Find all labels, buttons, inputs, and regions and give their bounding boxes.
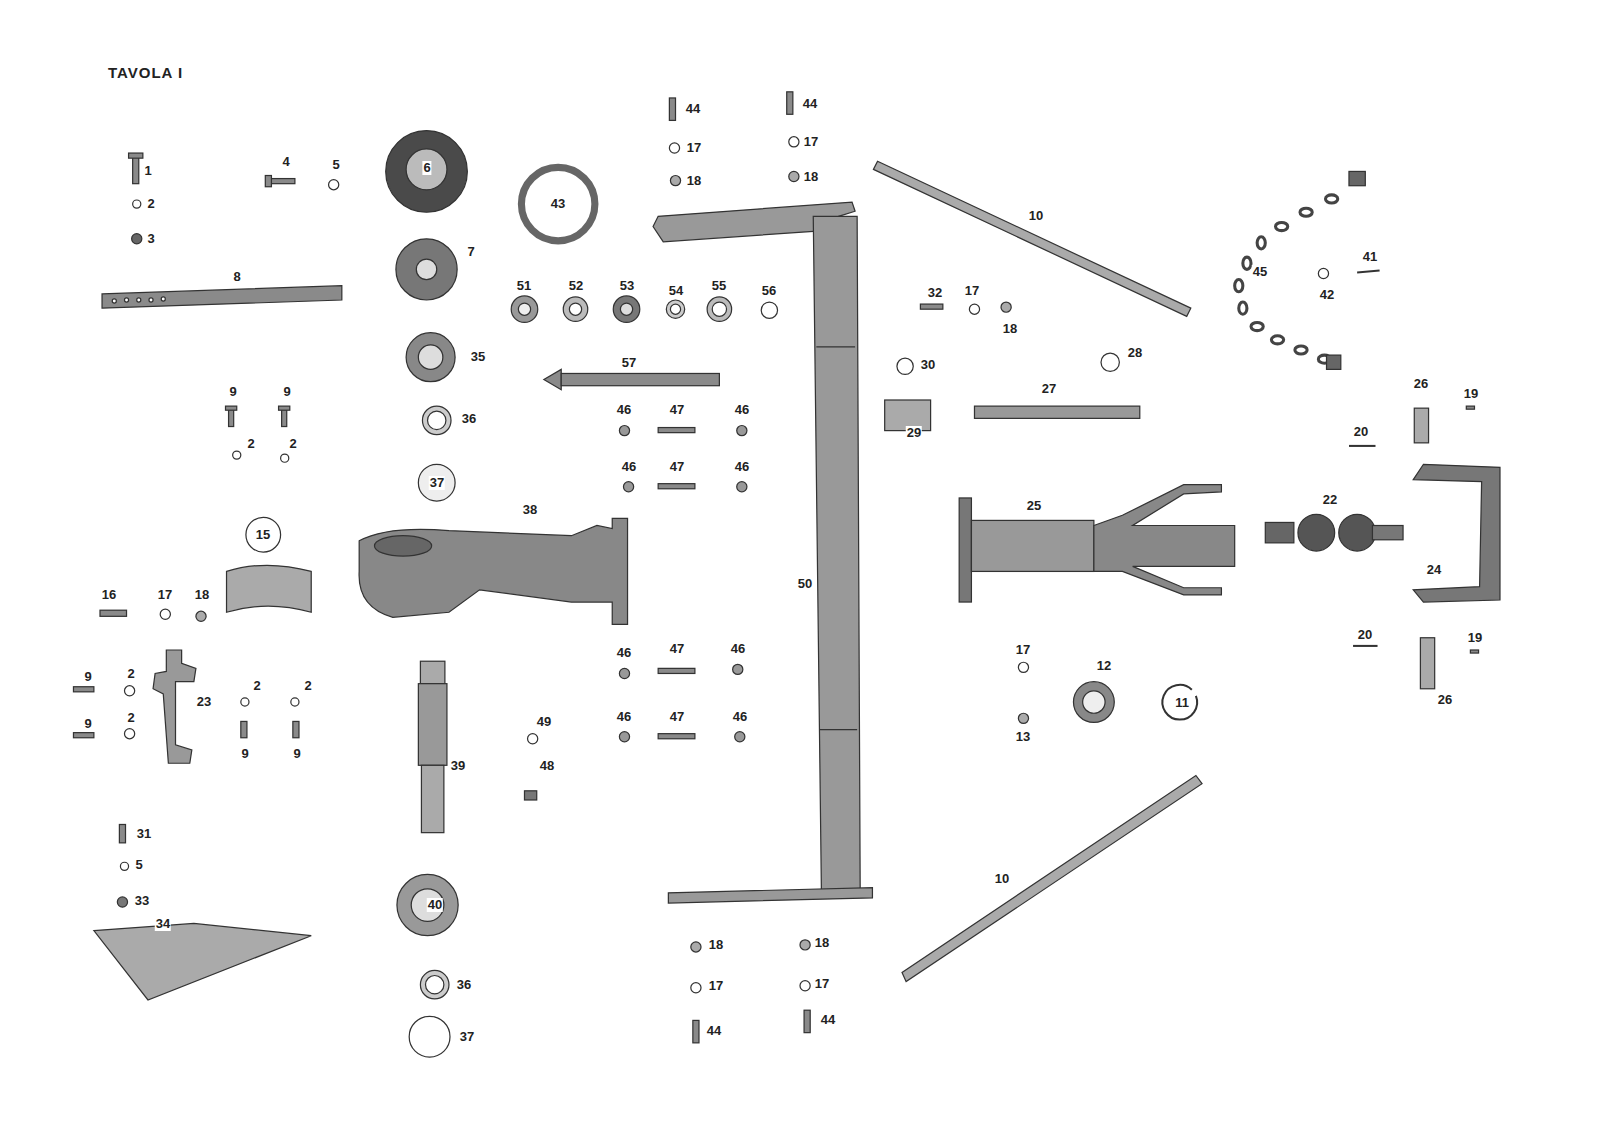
callout-number: 13 [1015,730,1031,744]
callout-number: 57 [621,356,637,370]
callout-number: 29 [906,426,922,440]
callout-number: 42 [1319,288,1335,302]
callout-number: 17 [803,135,819,149]
callout-number: 12 [1096,659,1112,673]
callout-number: 47 [669,460,685,474]
callout-number: 44 [802,97,818,111]
callout-number: 22 [1322,493,1338,507]
callout-number: 31 [136,827,152,841]
callout-number: 20 [1357,628,1373,642]
callout-number: 26 [1437,693,1453,707]
callout-number: 36 [456,978,472,992]
callout-number: 6 [422,161,431,175]
callout-number: 9 [83,717,92,731]
callout-number: 2 [246,437,255,451]
callout-number: 1 [143,164,152,178]
callout-number: 11 [1174,696,1190,710]
callout-number: 50 [797,577,813,591]
callout-number: 3 [146,232,155,246]
callout-number: 17 [157,588,173,602]
plate-title: TAVOLA I [108,64,183,81]
callout-number: 54 [668,284,684,298]
callout-number: 44 [820,1013,836,1027]
callout-number: 53 [619,279,635,293]
callout-number: 15 [255,528,271,542]
callout-number: 46 [616,403,632,417]
callout-number: 25 [1026,499,1042,513]
callout-number: 46 [621,460,637,474]
callout-number: 10 [994,872,1010,886]
callout-number: 17 [814,977,830,991]
callout-number: 23 [196,695,212,709]
callout-number: 46 [734,403,750,417]
callout-number: 18 [708,938,724,952]
callout-number: 24 [1426,563,1442,577]
callout-number: 56 [761,284,777,298]
callout-number: 17 [686,141,702,155]
callout-number: 7 [466,245,475,259]
callout-number: 9 [282,385,291,399]
callout-number: 46 [732,710,748,724]
callout-number: 2 [126,711,135,725]
callout-number: 46 [616,646,632,660]
callout-number: 2 [126,667,135,681]
callout-number: 47 [669,642,685,656]
callout-number: 9 [228,385,237,399]
callout-number: 5 [134,858,143,872]
callout-number: 37 [429,476,445,490]
callout-number: 28 [1127,346,1143,360]
callout-number: 26 [1413,377,1429,391]
callout-number: 17 [708,979,724,993]
callout-number: 18 [686,174,702,188]
callout-number: 55 [711,279,727,293]
callout-number: 43 [550,197,566,211]
callout-number: 32 [927,286,943,300]
callout-number: 46 [734,460,750,474]
callout-number: 52 [568,279,584,293]
callout-number: 2 [288,437,297,451]
callout-number: 40 [427,898,443,912]
callout-number: 9 [292,747,301,761]
callout-number: 44 [706,1024,722,1038]
callout-number: 9 [83,670,92,684]
callout-number: 18 [194,588,210,602]
callout-number: 41 [1362,250,1378,264]
callout-number: 47 [669,710,685,724]
callout-number: 20 [1353,425,1369,439]
callout-number: 39 [450,759,466,773]
callout-number: 45 [1252,265,1268,279]
callout-number: 2 [303,679,312,693]
callout-number: 51 [516,279,532,293]
callout-number: 2 [252,679,261,693]
callout-number: 36 [461,412,477,426]
callout-number: 19 [1467,631,1483,645]
callout-number: 38 [522,503,538,517]
callout-number: 49 [536,715,552,729]
callout-number: 18 [1002,322,1018,336]
callout-number: 4 [281,155,290,169]
callout-number: 44 [685,102,701,116]
callout-number: 48 [539,759,555,773]
callout-number: 47 [669,403,685,417]
callout-number: 34 [155,917,171,931]
callout-number: 19 [1463,387,1479,401]
callout-number: 46 [616,710,632,724]
callout-number: 17 [1015,643,1031,657]
callout-number: 2 [146,197,155,211]
callout-number: 17 [964,284,980,298]
callout-number: 5 [331,158,340,172]
callout-number: 46 [730,642,746,656]
callout-number: 9 [240,747,249,761]
callout-number: 10 [1028,209,1044,223]
callout-number: 16 [101,588,117,602]
callout-number: 35 [470,350,486,364]
callout-number: 37 [459,1030,475,1044]
callout-number: 33 [134,894,150,908]
callout-number: 27 [1041,382,1057,396]
callout-number: 18 [803,170,819,184]
callout-number: 8 [232,270,241,284]
callout-number: 18 [814,936,830,950]
callout-number: 30 [920,358,936,372]
